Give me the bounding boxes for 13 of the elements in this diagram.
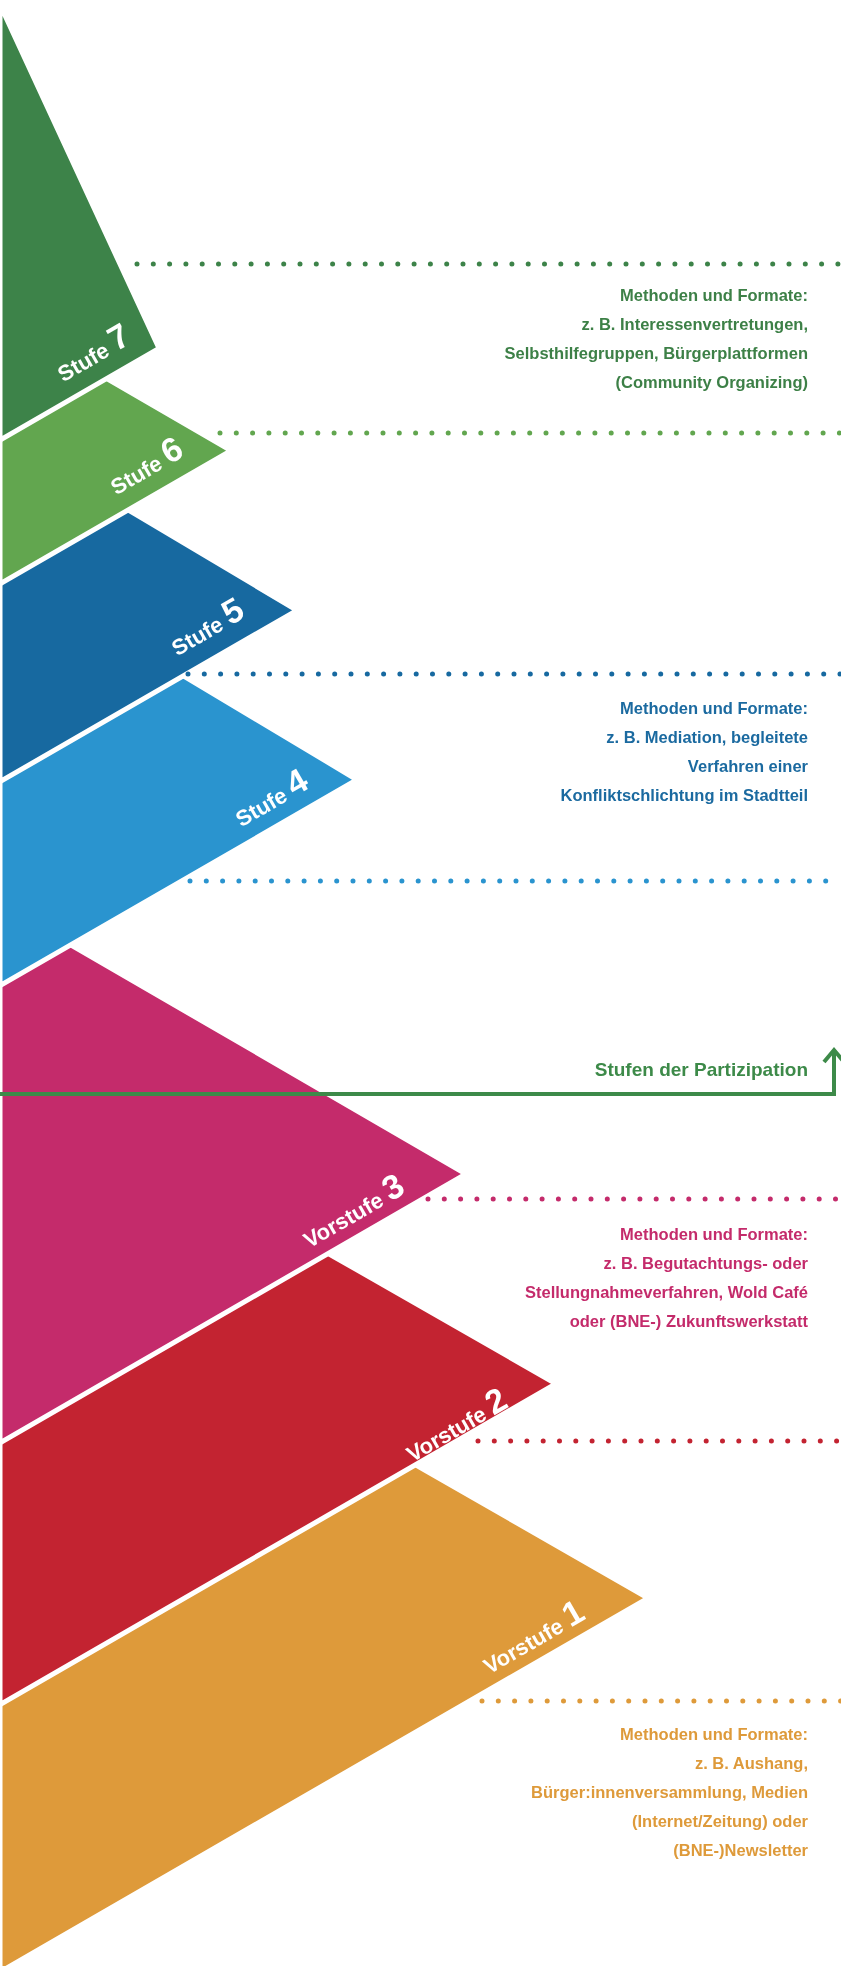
method-examples: z. B. Mediation, begleitete Verfahren einer Konfliktschlichtung im Stadtteil: [559, 727, 808, 806]
method-examples: z. B. Interessenvertretungen, Selbsthilfegruppen, Bürgerplattformen (Community Organizing): [503, 314, 808, 393]
method-heading: Methoden und Formate:: [619, 1724, 808, 1745]
step-label: Stufe 4: [230, 762, 314, 832]
method-heading: Methoden und Formate:: [619, 698, 808, 719]
step-label: Stufe 7: [52, 317, 136, 387]
method-examples: z. B. Begutachtungs- oder Stellungnahmeverfahren, Wold Café oder (BNE-) Zukunftswerkstatt: [524, 1253, 808, 1332]
method-heading: Methoden und Formate:: [619, 1224, 808, 1245]
method-examples: z. B. Aushang, Bürger:innenversammlung, Medien (Internet/Zeitung) oder (BNE-)Newsletter: [530, 1753, 808, 1861]
axis-label: Stufen der Partizipation: [593, 1058, 808, 1082]
step-label: Stufe 6: [105, 430, 189, 500]
step-label: Stufe 5: [166, 591, 250, 661]
method-heading: Methoden und Formate:: [619, 285, 808, 306]
